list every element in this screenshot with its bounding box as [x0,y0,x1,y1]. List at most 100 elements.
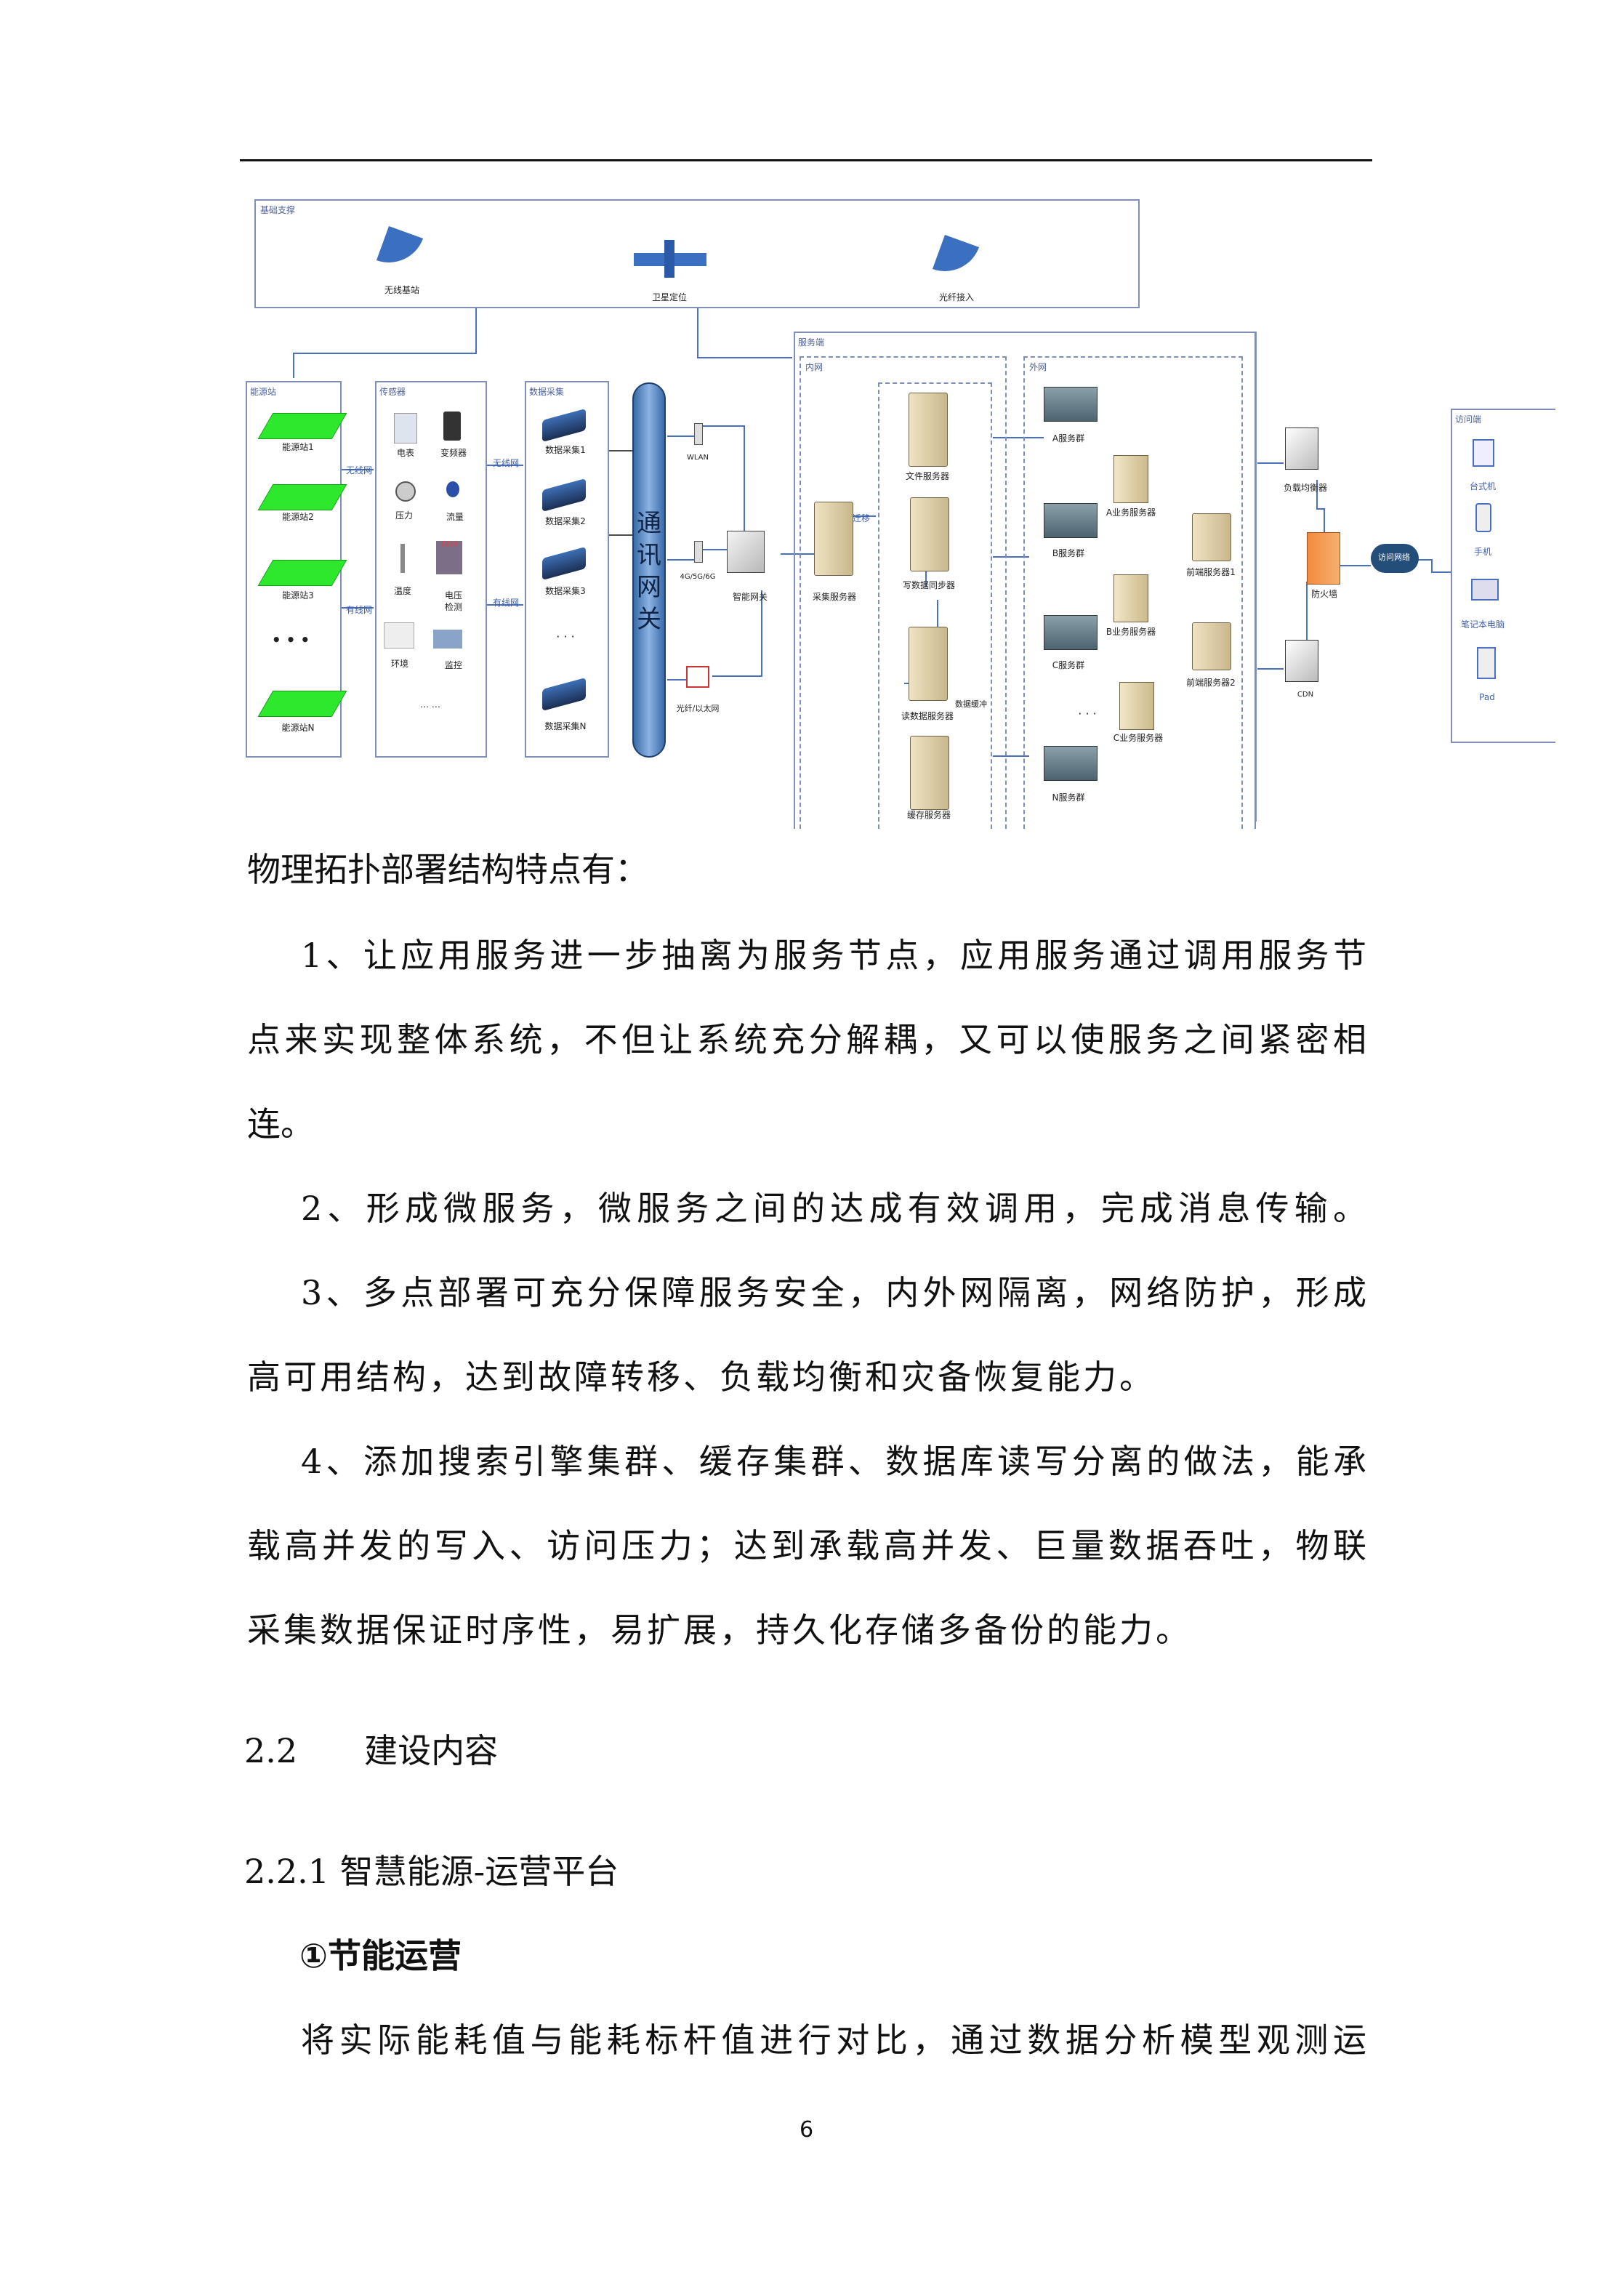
client-box: 访问端 [1451,409,1555,743]
sensor-label: 压力 [395,510,414,521]
cluster-label: A服务群 [1052,433,1085,443]
cdn-label: CDN [1297,691,1314,699]
gateway-char: 通 [637,509,661,538]
station-label: 能源站1 [282,442,314,452]
client-label: 台式机 [1469,481,1497,491]
collect-title: 数据采集 [529,387,565,397]
gateway-char: 讯 [637,541,661,570]
station-ellipsis: • • • [271,631,310,649]
cache-server-icon [910,736,949,810]
collector-label: 数据采集N [544,721,587,731]
business-server-icon [1119,682,1154,730]
collector-label: 数据采集2 [545,516,586,526]
cdn-icon [1285,640,1318,682]
gateway-char: 关 [637,605,661,634]
front-server-icon [1192,622,1231,670]
gateway-char: 网 [637,573,661,602]
link-label: 无线网 [492,458,520,468]
collect-box: 数据采集 [525,381,609,758]
collector-label: 数据采集1 [545,445,586,455]
buffer-label: 数据缓冲 [955,699,987,709]
server-side-box: 服务端 [794,332,1256,829]
support-title: 基础支撑 [260,205,296,215]
smart-gateway-icon [727,531,765,573]
server-label: 文件服务器 [905,471,950,481]
header-rule [240,159,1372,161]
read-server-icon [909,627,948,701]
sensor-label: 电表 [396,448,415,458]
satellite-body-icon [664,240,674,278]
topology-diagram: 基础支撑 无线基站 卫星定位 光纤接入 能源站 能源站1 能源站2 能源站3 •… [0,0,1623,829]
thermometer-icon [400,544,405,573]
pressure-gauge-icon [395,481,416,502]
switch-icon [686,666,709,688]
paragraph-line: 3、多点部署可充分保障服务安全，内外网隔离，网络防护，形成 [301,1273,1366,1312]
voltage-display: 2210 [440,541,458,548]
cloud-label: 访问网络 [1378,553,1410,562]
antenna-icon [694,423,703,445]
biz-server-label: C业务服务器 [1113,733,1164,743]
firewall-label: 防火墙 [1310,589,1338,599]
client-label: Pad [1479,692,1495,702]
cloud-icon [1371,544,1419,573]
cluster-ellipsis: · · · [1078,707,1097,720]
intranet-inner-box [878,382,992,829]
sensor-label: 电压 [444,590,463,601]
cluster-label: N服务群 [1052,792,1085,803]
sensor-ellipsis: … … [420,699,440,710]
intranet-box: 内网 [800,356,1007,829]
server-label: 写数据同步器 [902,580,956,590]
station-label: 能源站3 [282,590,314,601]
server-cluster-icon [1044,615,1098,650]
server-cluster-icon [1044,387,1098,422]
paragraph-line: 点来实现整体系统，不但让系统充分解耦，又可以使服务之间紧密相 [247,1020,1366,1059]
tablet-icon [1477,647,1496,679]
paragraph-line: 载高并发的写入、访问压力；达到承载高并发、巨量数据吞吐，物联 [247,1526,1366,1565]
migrate-label: 迁移 [852,513,871,523]
collector-ellipsis: · · · [556,630,575,643]
inverter-icon [443,412,461,441]
item-heading: ①节能运营 [299,1936,462,1975]
client-label: 手机 [1473,547,1492,557]
collect-server-icon [814,502,853,576]
front-server-label: 前端服务器1 [1186,567,1236,577]
server-label: 采集服务器 [812,592,857,602]
support-item: 卫星定位 [651,292,688,302]
access-link-label: 光纤/以太网 [676,704,720,713]
server-cluster-icon [1044,503,1098,538]
stations-title: 能源站 [250,387,277,397]
sensors-title: 传感器 [379,387,406,397]
energy-station-icon [257,484,347,510]
load-balancer-icon [1285,428,1318,470]
paragraph-line: 4、添加搜索引擎集群、缓存集群、数据库读写分离的做法，能承 [301,1442,1366,1481]
communication-gateway-pipe: 通 讯 网 关 [632,382,666,758]
desktop-icon [1473,439,1494,467]
voltage-detector-icon: 2210 [436,541,462,574]
biz-server-label: B业务服务器 [1106,627,1156,637]
support-item: 光纤接入 [938,292,975,302]
server-label: 缓存服务器 [906,810,951,820]
business-server-icon [1113,574,1148,622]
section-heading: 2.2 建设内容 [244,1731,499,1770]
paragraph-line: 采集数据保证时序性，易扩展，持久化存储多备份的能力。 [247,1610,1192,1650]
cluster-label: B服务群 [1052,548,1085,558]
link-label: 有线网 [492,598,520,608]
sensors-box: 传感器 [375,381,487,758]
meter-icon [394,413,417,443]
intro-text: 物理拓扑部署结构特点有： [247,850,648,889]
subsection-heading: 2.2.1 智慧能源-运营平台 [244,1852,619,1891]
flow-meter-icon [446,481,459,497]
paragraph-line: 连。 [247,1104,314,1144]
client-label: 笔记本电脑 [1460,619,1505,630]
support-box: 基础支撑 [254,199,1140,308]
phone-icon [1475,503,1491,532]
station-label: 能源站2 [282,512,314,522]
front-server-icon [1192,513,1231,561]
front-server-label: 前端服务器2 [1186,678,1236,688]
camera-icon [433,630,462,649]
cluster-label: C服务群 [1052,660,1085,670]
energy-station-icon [257,560,347,586]
paragraph-line: 高可用结构，达到故障转移、负载均衡和灾备恢复能力。 [247,1357,1156,1397]
sensor-label: 温度 [393,586,412,596]
